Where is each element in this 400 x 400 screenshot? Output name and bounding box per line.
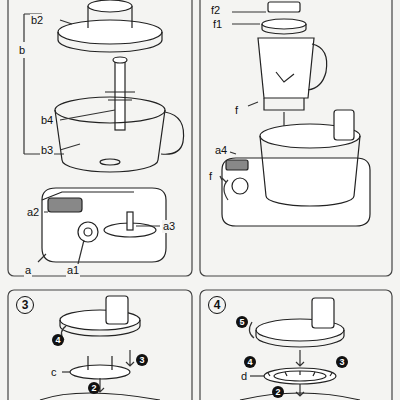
step-number: 4 bbox=[208, 296, 226, 314]
callout-number: 4 bbox=[52, 334, 64, 346]
part-label: f2 bbox=[210, 4, 221, 17]
part-label: f bbox=[208, 170, 213, 183]
part-label: a3 bbox=[162, 220, 176, 233]
step-number: 3 bbox=[16, 296, 34, 314]
callout-number: 3 bbox=[136, 354, 148, 366]
callout-number: 2 bbox=[272, 386, 284, 398]
part-label: a1 bbox=[66, 264, 80, 277]
part-label: a4 bbox=[214, 144, 228, 157]
callout-number: 3 bbox=[336, 356, 348, 368]
part-label: b4 bbox=[40, 114, 54, 127]
part-label: c bbox=[50, 366, 58, 379]
part-label: f1 bbox=[212, 18, 223, 31]
callout-number: 2 bbox=[88, 382, 100, 394]
part-label: b3 bbox=[40, 144, 54, 157]
part-label: f bbox=[234, 104, 239, 117]
part-label: b bbox=[18, 44, 26, 57]
part-label: b2 bbox=[30, 14, 44, 27]
part-label: d bbox=[240, 370, 248, 383]
callout-number: 5 bbox=[236, 316, 248, 328]
part-label: a bbox=[24, 264, 32, 277]
part-label: a2 bbox=[26, 206, 40, 219]
callout-number: 4 bbox=[244, 356, 256, 368]
